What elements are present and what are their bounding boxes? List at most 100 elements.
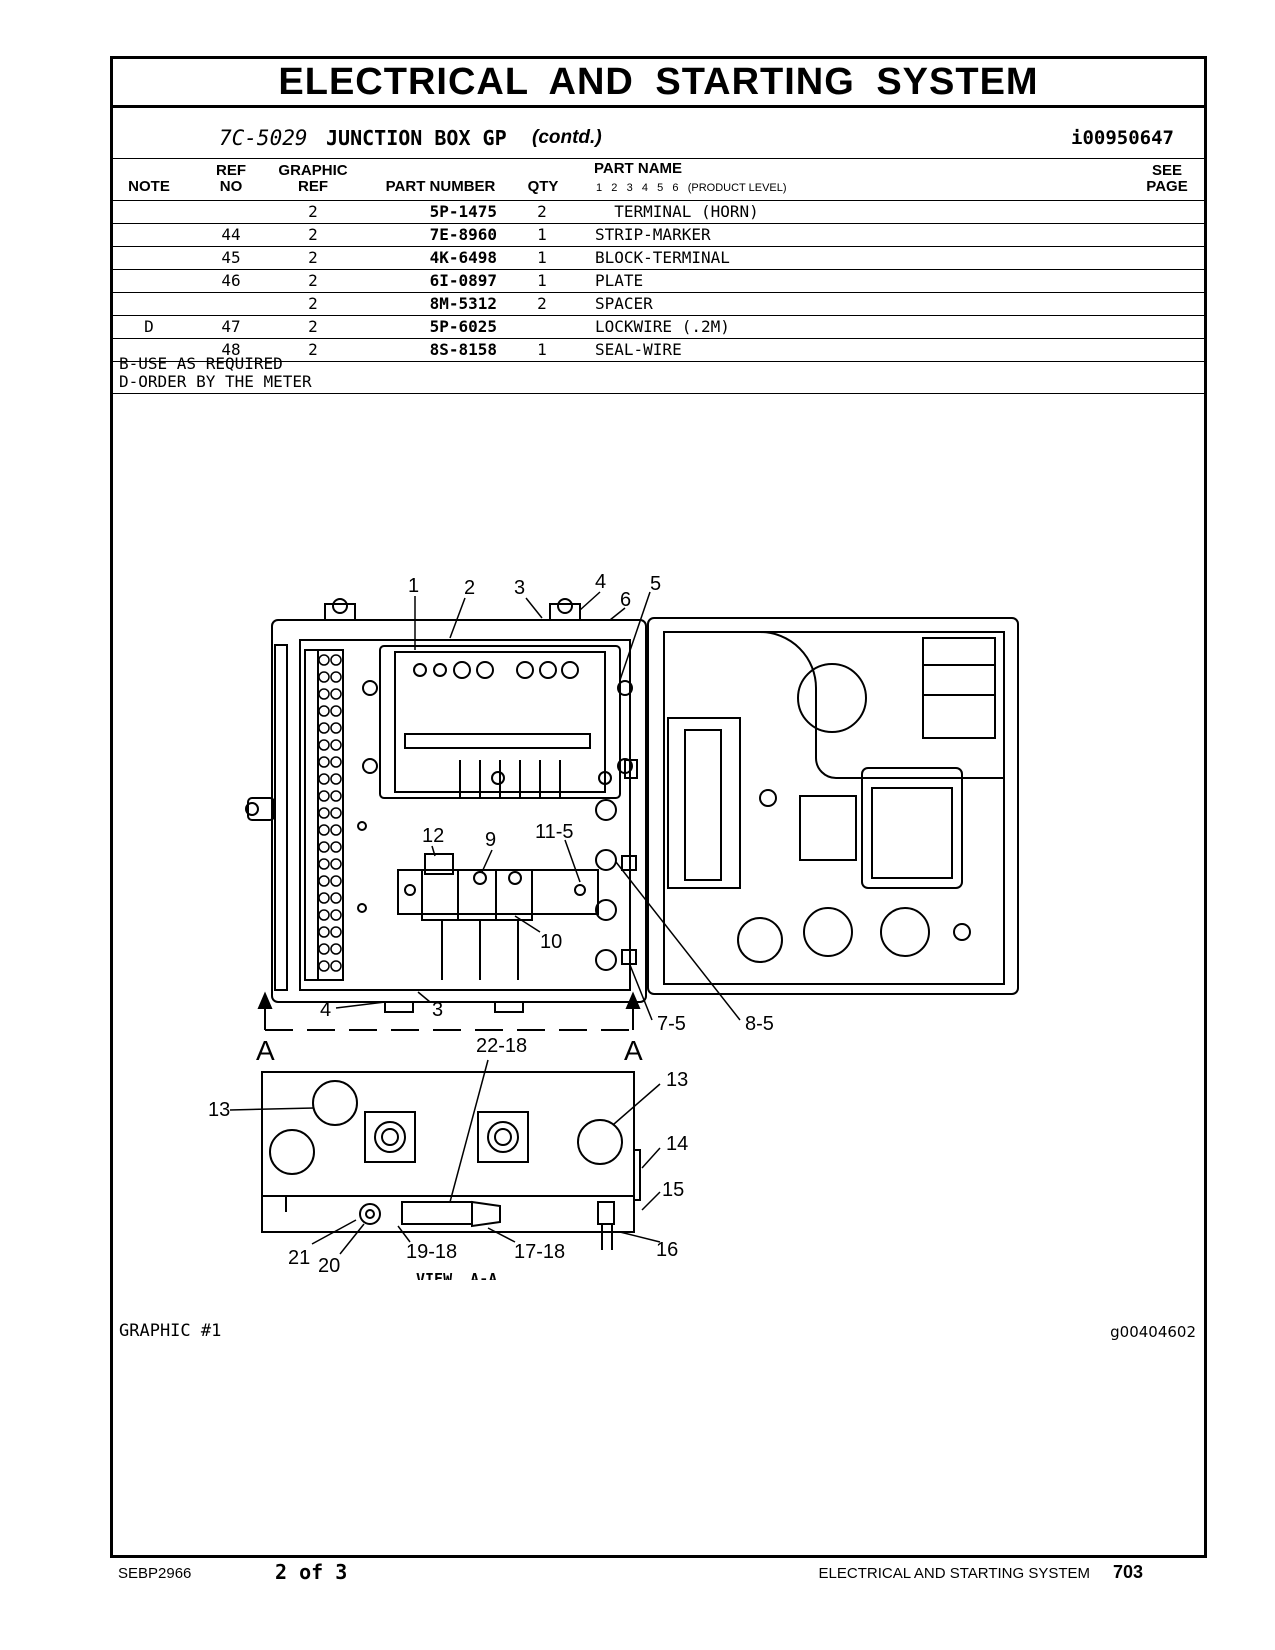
callout-21: 21 bbox=[288, 1247, 310, 1269]
row-part-number: 4K-6498 bbox=[429, 248, 497, 267]
terminal-screw bbox=[330, 756, 342, 768]
group-name: JUNCTION BOX GP bbox=[326, 126, 507, 150]
row-part-number: 6I-0897 bbox=[429, 271, 497, 290]
terminal-screw bbox=[318, 739, 330, 751]
terminal-screw bbox=[330, 705, 342, 717]
terminal-screw bbox=[330, 722, 342, 734]
callout-12: 12 bbox=[422, 825, 444, 847]
col-gref-1: GRAPHIC bbox=[278, 162, 348, 179]
terminal-screw bbox=[318, 926, 330, 938]
row-qty: 2 bbox=[537, 294, 547, 313]
junction-box-drawing: 1 2 3 4 6 5 12 9 11-5 10 4 3 7-5 8-5 22-… bbox=[208, 571, 1019, 1280]
terminal-screw bbox=[330, 960, 342, 972]
terminal-screw bbox=[318, 892, 330, 904]
row-part-name: STRIP-MARKER bbox=[595, 225, 711, 244]
table-row: 2 5P-1475 2 TERMINAL (HORN) bbox=[113, 201, 1204, 224]
callout-6: 6 bbox=[620, 589, 631, 611]
callout-3: 3 bbox=[514, 577, 525, 599]
page-title: ELECTRICAL AND STARTING SYSTEM bbox=[113, 59, 1204, 108]
table-row: 45 2 4K-6498 1 BLOCK-TERMINAL bbox=[113, 247, 1204, 270]
callout-4: 4 bbox=[595, 571, 606, 593]
terminal-screw bbox=[318, 858, 330, 870]
row-gref: 2 bbox=[308, 340, 318, 359]
page-number: 703 bbox=[1112, 1562, 1143, 1582]
section-marker-right: A bbox=[624, 1035, 643, 1066]
footer-section: ELECTRICAL AND STARTING SYSTEM bbox=[818, 1565, 1090, 1582]
col-qty: QTY bbox=[527, 178, 559, 195]
graphic-id: g00404602 bbox=[1110, 1323, 1196, 1341]
row-ref: 48 bbox=[221, 340, 241, 359]
col-see-1: SEE bbox=[1151, 162, 1182, 179]
callout-8-5: 8-5 bbox=[745, 1013, 774, 1035]
col-part-name: PART NAME bbox=[594, 160, 683, 177]
row-gref: 2 bbox=[308, 271, 318, 290]
row-gref: 2 bbox=[308, 225, 318, 244]
row-part-number: 5P-1475 bbox=[429, 202, 497, 221]
terminal-screw bbox=[330, 943, 342, 955]
callout-22-18: 22-18 bbox=[476, 1035, 527, 1057]
callout-labels: 1 2 3 4 6 5 12 9 11-5 10 4 3 7-5 8-5 22-… bbox=[208, 571, 774, 1277]
terminal-screw bbox=[330, 739, 342, 751]
terminal-screw bbox=[330, 841, 342, 853]
terminal-screw bbox=[318, 824, 330, 836]
callout-19-18: 19-18 bbox=[406, 1241, 457, 1263]
terminal-screw bbox=[330, 875, 342, 887]
note-b: B-USE AS REQUIRED bbox=[119, 354, 283, 373]
callout-7-5: 7-5 bbox=[657, 1013, 686, 1035]
terminal-screw bbox=[318, 790, 330, 802]
terminal-screw bbox=[318, 875, 330, 887]
parts-table: 2 5P-1475 2 TERMINAL (HORN) 44 2 7E-8960… bbox=[113, 201, 1204, 362]
row-qty: 1 bbox=[537, 340, 547, 359]
side-connectors bbox=[595, 759, 638, 971]
row-part-name: LOCKWIRE (.2M) bbox=[595, 317, 730, 336]
row-qty: 1 bbox=[537, 225, 547, 244]
col-product-levels: 1 2 3 4 5 6 (PRODUCT LEVEL) bbox=[596, 182, 787, 194]
callout-1: 1 bbox=[408, 575, 419, 597]
terminal-screw bbox=[318, 671, 330, 683]
callout-20: 20 bbox=[318, 1255, 340, 1277]
callout-3-bottom: 3 bbox=[432, 999, 443, 1021]
illustration-id: i00950647 bbox=[1071, 127, 1174, 149]
row-gref: 2 bbox=[308, 202, 318, 221]
row-part-name: SPACER bbox=[595, 294, 653, 313]
terminal-screw bbox=[330, 909, 342, 921]
col-gref-2: REF bbox=[298, 178, 328, 195]
row-part-name: PLATE bbox=[595, 271, 644, 290]
terminal-screw bbox=[330, 654, 342, 666]
col-note: NOTE bbox=[128, 178, 170, 195]
callout-14: 14 bbox=[666, 1133, 688, 1155]
terminal-screw bbox=[318, 688, 330, 700]
leader-lines bbox=[229, 591, 741, 1255]
callout-13-right: 13 bbox=[666, 1069, 688, 1091]
terminal-screw bbox=[330, 858, 342, 870]
row-qty: 2 bbox=[537, 202, 547, 221]
notes-block: B-USE AS REQUIRED D-ORDER BY THE METER bbox=[113, 355, 1204, 394]
callout-17-18: 17-18 bbox=[514, 1241, 565, 1263]
column-header: NOTE REF NO GRAPHIC REF PART NUMBER QTY … bbox=[113, 159, 1204, 201]
callout-10: 10 bbox=[540, 931, 562, 953]
row-gref: 2 bbox=[308, 317, 318, 336]
section-line bbox=[257, 991, 641, 1031]
row-part-name: BLOCK-TERMINAL bbox=[595, 248, 730, 267]
relay-modules bbox=[357, 821, 599, 980]
group-header: 7C-5029 JUNCTION BOX GP (contd.) i009506… bbox=[113, 108, 1204, 159]
terminal-strip-screws bbox=[318, 654, 342, 972]
terminal-screw bbox=[330, 671, 342, 683]
terminal-screw bbox=[330, 892, 342, 904]
callout-4-bottom: 4 bbox=[320, 999, 331, 1021]
row-ref: 46 bbox=[221, 271, 241, 290]
callout-13-left: 13 bbox=[208, 1099, 230, 1121]
row-part-name: TERMINAL (HORN) bbox=[595, 202, 759, 221]
terminal-screw bbox=[330, 926, 342, 938]
terminal-screw bbox=[318, 654, 330, 666]
section-markers: A A bbox=[256, 1035, 643, 1066]
terminal-screw bbox=[330, 790, 342, 802]
row-part-number: 7E-8960 bbox=[429, 225, 497, 244]
row-ref: 45 bbox=[221, 248, 241, 267]
table-row: 44 2 7E-8960 1 STRIP-MARKER bbox=[113, 224, 1204, 247]
row-part-number: 8S-8158 bbox=[429, 340, 497, 359]
col-ref-1: REF bbox=[216, 162, 246, 179]
terminal-screw bbox=[330, 773, 342, 785]
table-row: 46 2 6I-0897 1 PLATE bbox=[113, 270, 1204, 293]
col-ref-2: NO bbox=[219, 178, 243, 195]
